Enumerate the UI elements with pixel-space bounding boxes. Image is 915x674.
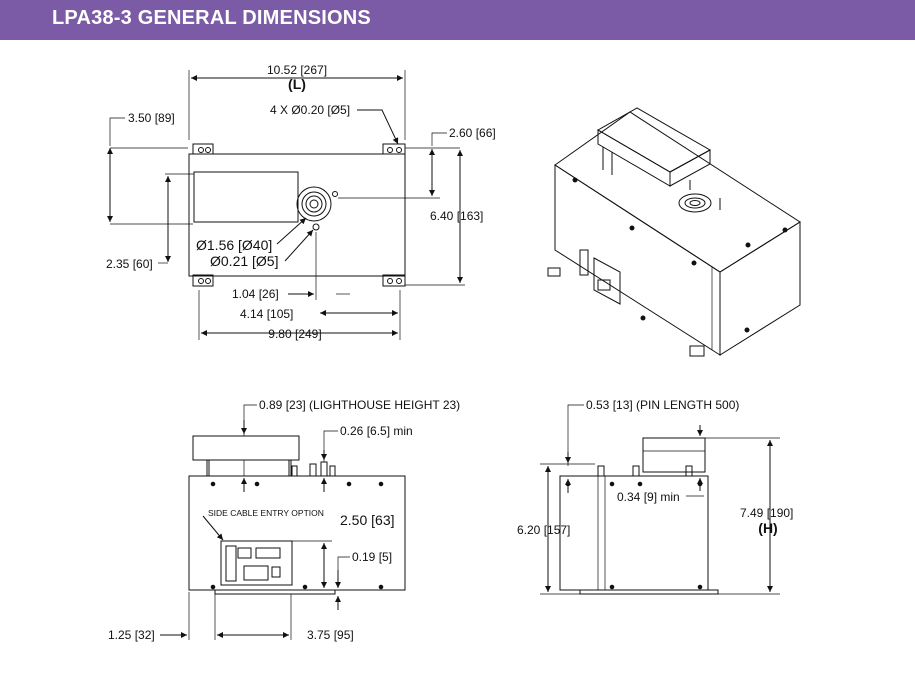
- dim-edge-hole-right: 2.60 [66]: [449, 126, 496, 140]
- dim-length: 10.52 [267]: [267, 63, 327, 77]
- dim-connector-base: 0.19 [5]: [352, 550, 392, 564]
- dim-edge-offset: 1.25 [32]: [108, 628, 155, 642]
- mount-hole-icon: [205, 278, 211, 284]
- flange-br: [382, 274, 406, 287]
- top-view-body: [188, 153, 406, 277]
- mount-hole-icon: [396, 278, 402, 284]
- pin-icon: [332, 191, 338, 197]
- mount-hole-icon: [198, 278, 204, 284]
- flange-bl: [192, 274, 214, 287]
- dim-total-height: 7.49 [190]: [740, 506, 793, 520]
- dim-edge-hole-left: 3.50 [89]: [128, 111, 175, 125]
- dim-pin-offset: 1.04 [26]: [232, 287, 279, 301]
- dim-width: 6.40 [163]: [430, 209, 483, 223]
- side-cable-label: SIDE CABLE ENTRY OPTION: [208, 508, 324, 518]
- mount-hole-icon: [205, 147, 211, 153]
- dim-lighthouse-dia: Ø1.56 [Ø40]: [196, 237, 272, 253]
- dim-lighthouse-height: 0.89 [23] (LIGHTHOUSE HEIGHT 23): [259, 398, 460, 412]
- dim-hole-to-pin: 4.14 [105]: [240, 307, 293, 321]
- dim-hole-spacing: 9.80 [249]: [268, 327, 321, 341]
- side-view-labels: 0.53 [13] (PIN LENGTH 500) 0.34 [9] min …: [517, 398, 793, 537]
- mount-hole-icon: [387, 278, 393, 284]
- mount-hole-icon: [396, 147, 402, 153]
- dim-body-height: 6.20 [157]: [517, 523, 570, 537]
- dim-side-offset: 2.35 [60]: [106, 257, 153, 271]
- dimension-drawing: 10.52 [267] (L) 4 X Ø0.20 [Ø5] 3.50 [89]…: [106, 63, 801, 642]
- isometric-unit-icon: [547, 107, 801, 357]
- dim-front-clearance: 0.26 [6.5] min: [340, 424, 413, 438]
- length-symbol: (L): [288, 76, 306, 92]
- front-view-labels: 0.89 [23] (LIGHTHOUSE HEIGHT 23) 0.26 [6…: [108, 398, 460, 642]
- front-view: [160, 404, 406, 640]
- dim-side-clearance: 0.34 [9] min: [617, 490, 680, 504]
- mount-hole-icon: [387, 147, 393, 153]
- dim-holes: 4 X Ø0.20 [Ø5]: [270, 103, 350, 117]
- pin-icon: [312, 223, 320, 231]
- lighthouse-icon: [296, 186, 332, 222]
- side-view: [540, 404, 780, 595]
- dim-pin-dia: Ø0.21 [Ø5]: [210, 253, 278, 269]
- dim-pin-length: 0.53 [13] (PIN LENGTH 500): [586, 398, 739, 412]
- dim-connector-height: 2.50 [63]: [340, 512, 395, 528]
- top-cover-panel: [193, 171, 299, 223]
- dim-connector-offset: 3.75 [95]: [307, 628, 354, 642]
- top-view: [107, 70, 465, 340]
- mount-hole-icon: [198, 147, 204, 153]
- height-symbol: (H): [758, 520, 777, 536]
- top-view-labels: 10.52 [267] (L) 4 X Ø0.20 [Ø5] 3.50 [89]…: [106, 63, 496, 341]
- page-title: LPA38-3 GENERAL DIMENSIONS: [52, 7, 371, 29]
- title-bar: LPA38-3 GENERAL DIMENSIONS: [0, 0, 915, 40]
